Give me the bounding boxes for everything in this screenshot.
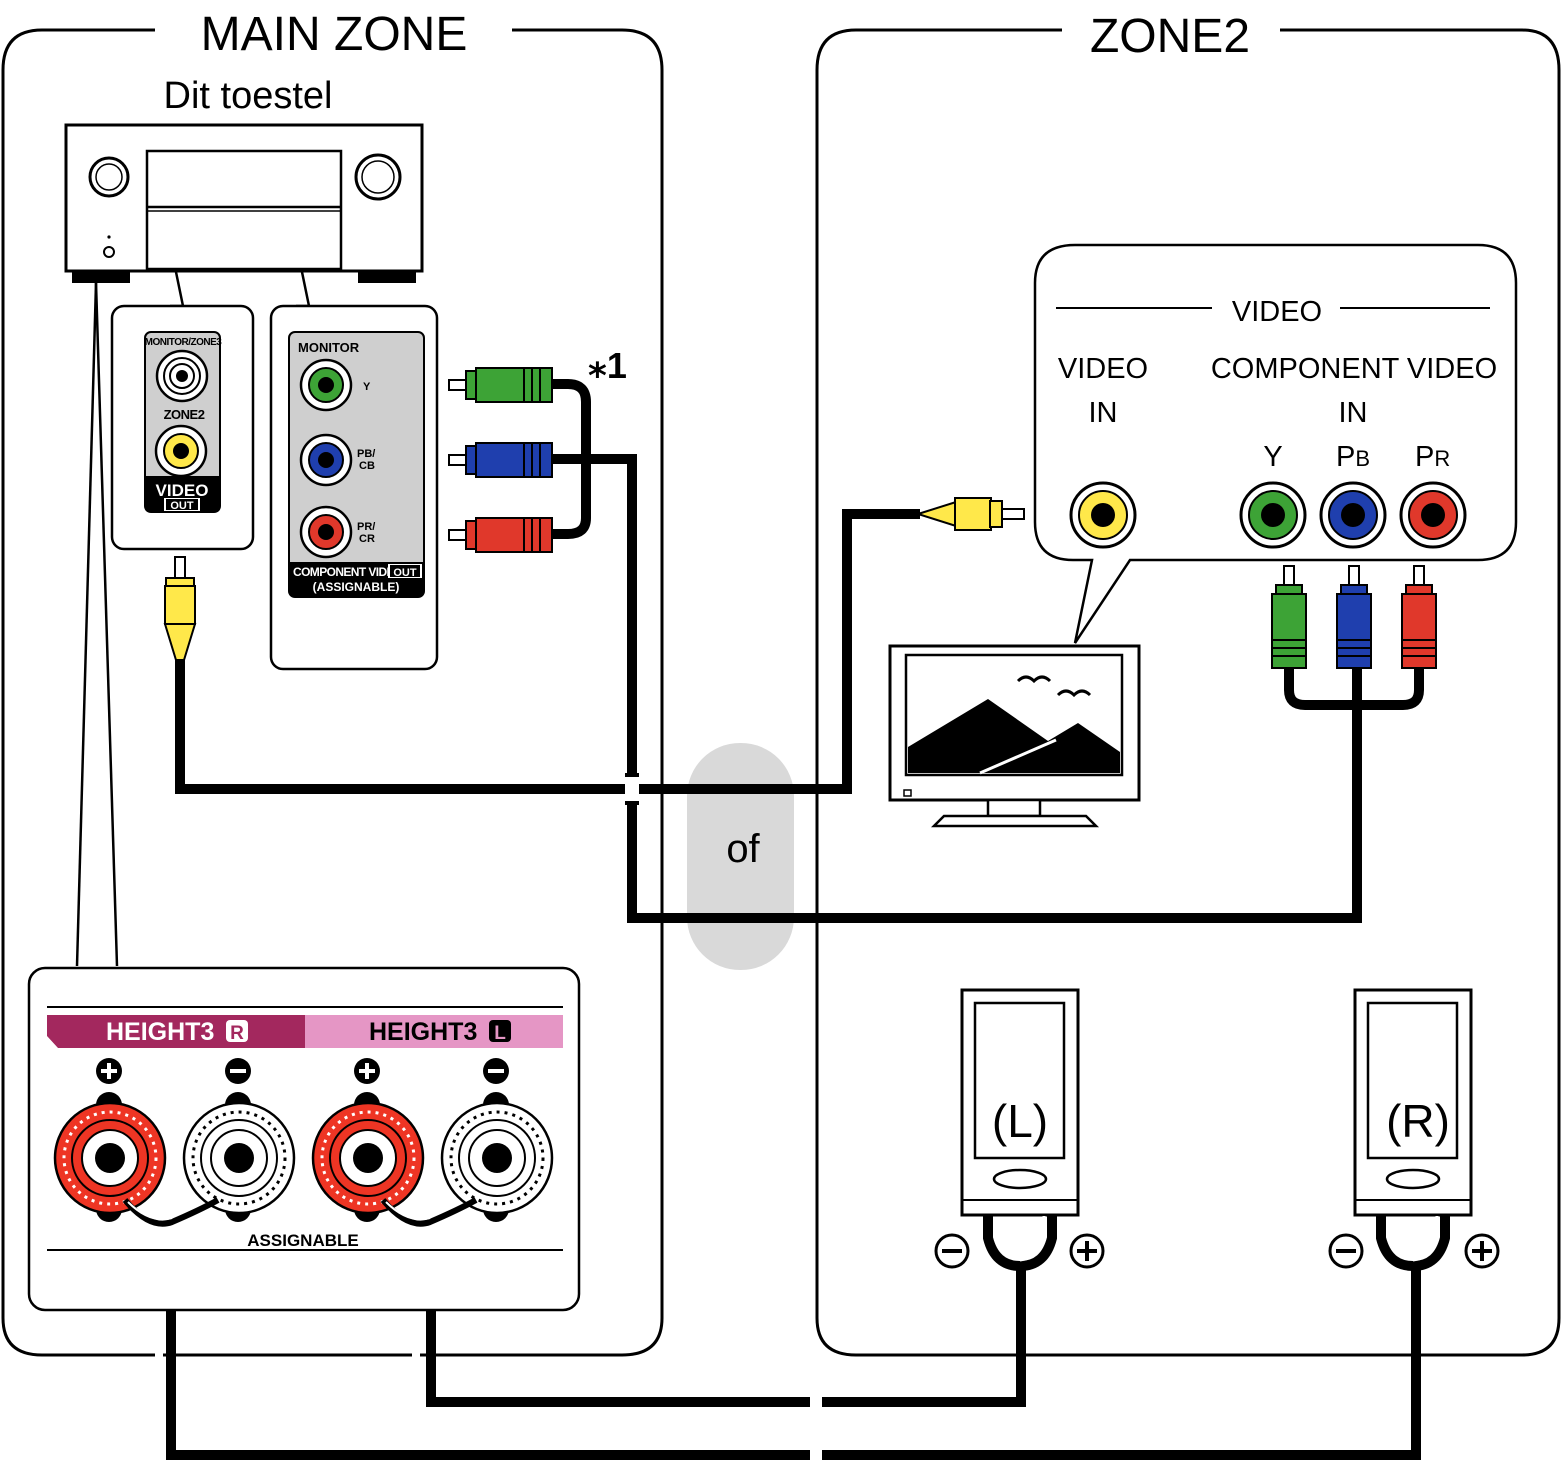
minus-icon bbox=[225, 1058, 251, 1084]
or-label: of bbox=[726, 827, 760, 871]
plus-icon bbox=[1464, 1233, 1500, 1269]
speaker-left-label: (L) bbox=[992, 1095, 1048, 1147]
terminal-wire-loops bbox=[122, 1197, 478, 1227]
component-plug-pr-receiver bbox=[448, 517, 553, 553]
speaker-left bbox=[960, 988, 1080, 1272]
height3-l-plus-terminal bbox=[311, 1092, 425, 1222]
speaker-right bbox=[1353, 988, 1473, 1272]
component-out-panel bbox=[269, 304, 439, 671]
tv-component-line1: COMPONENT VIDEO bbox=[1211, 353, 1497, 385]
height3-r-label: HEIGHT3 bbox=[106, 1018, 214, 1046]
height3-r-minus-terminal bbox=[182, 1092, 296, 1222]
video-out-monitor-zone3-label: MONITOR/ZONE3 bbox=[145, 337, 223, 348]
speaker-cable-left bbox=[426, 1223, 1026, 1407]
terminal-assignable-label: ASSIGNABLE bbox=[247, 1231, 358, 1250]
receiver-unit bbox=[64, 123, 424, 283]
height3-l-badge: L bbox=[494, 1023, 506, 1044]
component-monitor-label: MONITOR bbox=[298, 340, 360, 355]
height3-l-label: HEIGHT3 bbox=[369, 1018, 477, 1046]
tv-video-in-line1: VIDEO bbox=[1058, 353, 1148, 385]
plus-icon bbox=[354, 1058, 380, 1084]
monitor-zone3-jack bbox=[155, 349, 209, 403]
height3-r-plus-terminal bbox=[53, 1092, 167, 1222]
minus-icon bbox=[1328, 1233, 1364, 1269]
height3-l-minus-terminal bbox=[440, 1092, 554, 1222]
video-out-out-label: OUT bbox=[170, 500, 194, 512]
tv-pb-label: PB bbox=[1336, 441, 1370, 473]
tv-component-bundle bbox=[1284, 668, 1424, 710]
tv-y-in-jack bbox=[1239, 481, 1307, 549]
component-plug-pr-tv bbox=[1401, 565, 1437, 669]
tv-pr-in-jack bbox=[1399, 481, 1467, 549]
tv-input-panel bbox=[1033, 243, 1518, 644]
video-out-video-label: VIDEO bbox=[156, 481, 209, 500]
zone2-title: ZONE2 bbox=[1090, 10, 1250, 63]
speaker-right-label: (R) bbox=[1386, 1095, 1450, 1147]
tv-y-label: Y bbox=[1263, 441, 1282, 473]
receiver-label: Dit toestel bbox=[164, 75, 333, 117]
height3-r-badge-box bbox=[226, 1020, 248, 1042]
component-plug-y-tv bbox=[1271, 565, 1307, 669]
component-plug-y-receiver bbox=[448, 367, 553, 403]
tv-component-line2: IN bbox=[1339, 397, 1368, 429]
component-out-cr-label: CR bbox=[359, 533, 375, 545]
component-out-out-label: OUT bbox=[393, 567, 417, 579]
tv-video-in-jack bbox=[1069, 481, 1137, 549]
speaker-cable-right bbox=[166, 1223, 1421, 1460]
tv-video-header: VIDEO bbox=[1232, 296, 1322, 328]
component-assignable-label: (ASSIGNABLE) bbox=[313, 580, 400, 594]
component-out-pr-jack bbox=[299, 505, 353, 559]
plus-icon bbox=[96, 1058, 122, 1084]
main-zone-frame bbox=[1, 28, 664, 1357]
tv-video-in-line2: IN bbox=[1089, 397, 1118, 429]
height3-l-badge-box bbox=[489, 1020, 511, 1042]
component-out-cb-label: CB bbox=[359, 460, 375, 472]
composite-plug-tv bbox=[914, 497, 1025, 531]
component-plug-pb-tv bbox=[1336, 565, 1372, 669]
component-out-y-jack bbox=[299, 358, 353, 412]
component-video-out-label: COMPONENT VIDEO bbox=[293, 565, 403, 579]
component-out-pb-jack bbox=[299, 433, 353, 487]
zone2-video-jack bbox=[154, 424, 208, 478]
component-plug-pb-receiver bbox=[448, 442, 553, 478]
component-out-pr-label: PR/ bbox=[357, 521, 375, 533]
zone2-frame bbox=[815, 28, 1561, 1357]
minus-icon bbox=[483, 1058, 509, 1084]
main-zone-title: MAIN ZONE bbox=[201, 8, 468, 61]
footnote-mark: ⁎1 bbox=[588, 345, 627, 386]
component-cable bbox=[552, 454, 1362, 923]
power-icon bbox=[103, 246, 115, 258]
tv-pb-in-jack bbox=[1319, 481, 1387, 549]
plus-icon bbox=[1069, 1233, 1105, 1269]
video-out-zone2-label: ZONE2 bbox=[164, 407, 205, 422]
cables bbox=[166, 379, 1424, 1460]
component-out-y-label: Y bbox=[363, 381, 371, 393]
tv-pr-label: PR bbox=[1415, 441, 1450, 473]
height3-r-badge: R bbox=[230, 1023, 244, 1044]
component-out-pb-label: PB/ bbox=[357, 448, 375, 460]
tv-icon bbox=[888, 644, 1141, 828]
composite-plug-receiver bbox=[163, 556, 197, 661]
composite-video-cable bbox=[175, 509, 920, 794]
minus-icon bbox=[934, 1233, 970, 1269]
